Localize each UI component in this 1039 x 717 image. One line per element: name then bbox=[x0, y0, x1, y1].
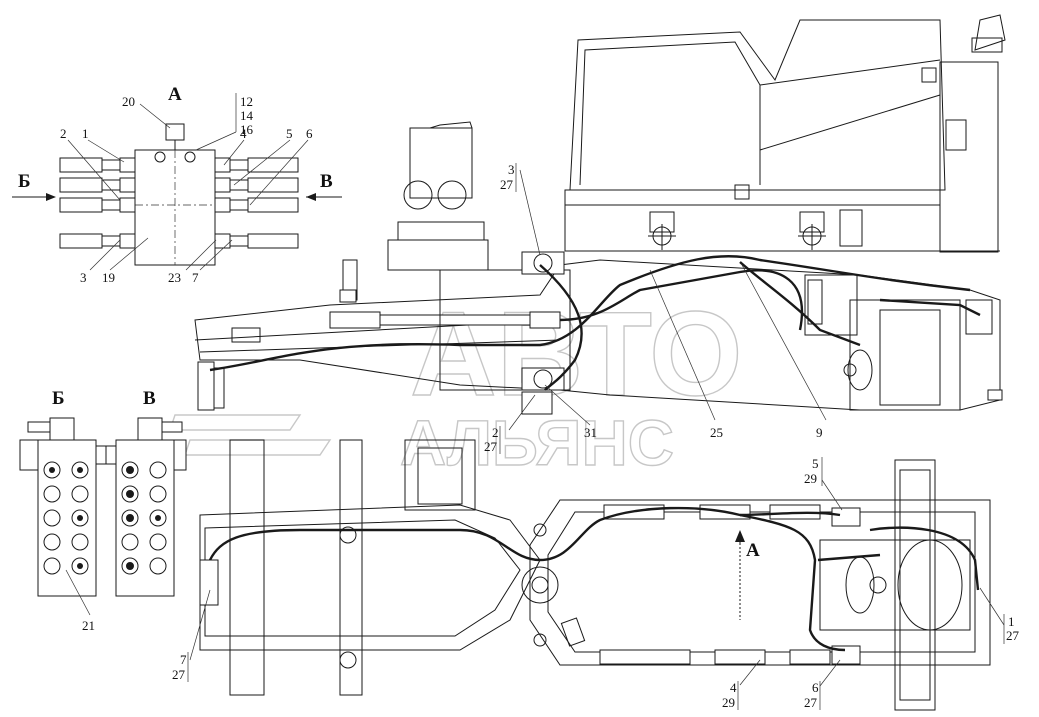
callout-16: 16 bbox=[240, 122, 254, 137]
callout-b-6: 6 bbox=[812, 680, 819, 695]
label-view-a: А bbox=[168, 84, 182, 105]
callout-21: 21 bbox=[82, 618, 95, 633]
detail-b-block bbox=[19, 417, 107, 616]
plan-view-tractor bbox=[189, 439, 1005, 711]
callout-labels: 20 12 14 16 2 1 4 5 6 3 19 23 7 21 3 27 … bbox=[60, 94, 1020, 710]
callout-r-1: 1 bbox=[1008, 614, 1015, 629]
callout-14: 14 bbox=[240, 108, 254, 123]
label-view-b-side: Б bbox=[52, 388, 65, 409]
callout-3: 3 bbox=[80, 270, 87, 285]
watermark-line2: АЛЬЯНС bbox=[400, 407, 674, 479]
view-labels: А Б В Б В А bbox=[18, 84, 760, 561]
callout-top-3: 3 bbox=[508, 162, 515, 177]
label-view-b-arrow: Б bbox=[18, 171, 31, 192]
callout-5: 5 bbox=[286, 126, 293, 141]
callout-r-27: 27 bbox=[1006, 628, 1020, 643]
callout-r-29: 29 bbox=[804, 471, 817, 486]
label-view-v-side: В bbox=[143, 388, 156, 409]
callout-9: 9 bbox=[816, 425, 823, 440]
callout-25: 25 bbox=[710, 425, 723, 440]
callout-12: 12 bbox=[240, 94, 253, 109]
detail-a-manifold bbox=[12, 93, 342, 271]
callout-6: 6 bbox=[306, 126, 313, 141]
callout-23: 23 bbox=[168, 270, 181, 285]
callout-31: 31 bbox=[584, 425, 597, 440]
callout-l-27: 27 bbox=[172, 667, 186, 682]
label-view-v-arrow: В bbox=[320, 171, 333, 192]
callout-7: 7 bbox=[192, 270, 199, 285]
callout-b-29: 29 bbox=[722, 695, 735, 710]
callout-2: 2 bbox=[60, 126, 67, 141]
callout-r-5: 5 bbox=[812, 456, 819, 471]
callout-19: 19 bbox=[102, 270, 115, 285]
callout-b-27: 27 bbox=[804, 695, 818, 710]
callout-4: 4 bbox=[240, 126, 247, 141]
callout-b-4: 4 bbox=[730, 680, 737, 695]
callout-1: 1 bbox=[82, 126, 89, 141]
fraction-lines bbox=[187, 163, 1005, 710]
callout-l-7: 7 bbox=[180, 652, 187, 667]
callout-mid-27: 27 bbox=[484, 439, 498, 454]
label-view-a-arrow: А bbox=[746, 540, 760, 561]
callout-20: 20 bbox=[122, 94, 135, 109]
detail-v-block bbox=[105, 417, 187, 597]
callout-mid-2: 2 bbox=[492, 425, 499, 440]
callout-top-27: 27 bbox=[500, 177, 514, 192]
side-view-tractor bbox=[194, 14, 1006, 431]
